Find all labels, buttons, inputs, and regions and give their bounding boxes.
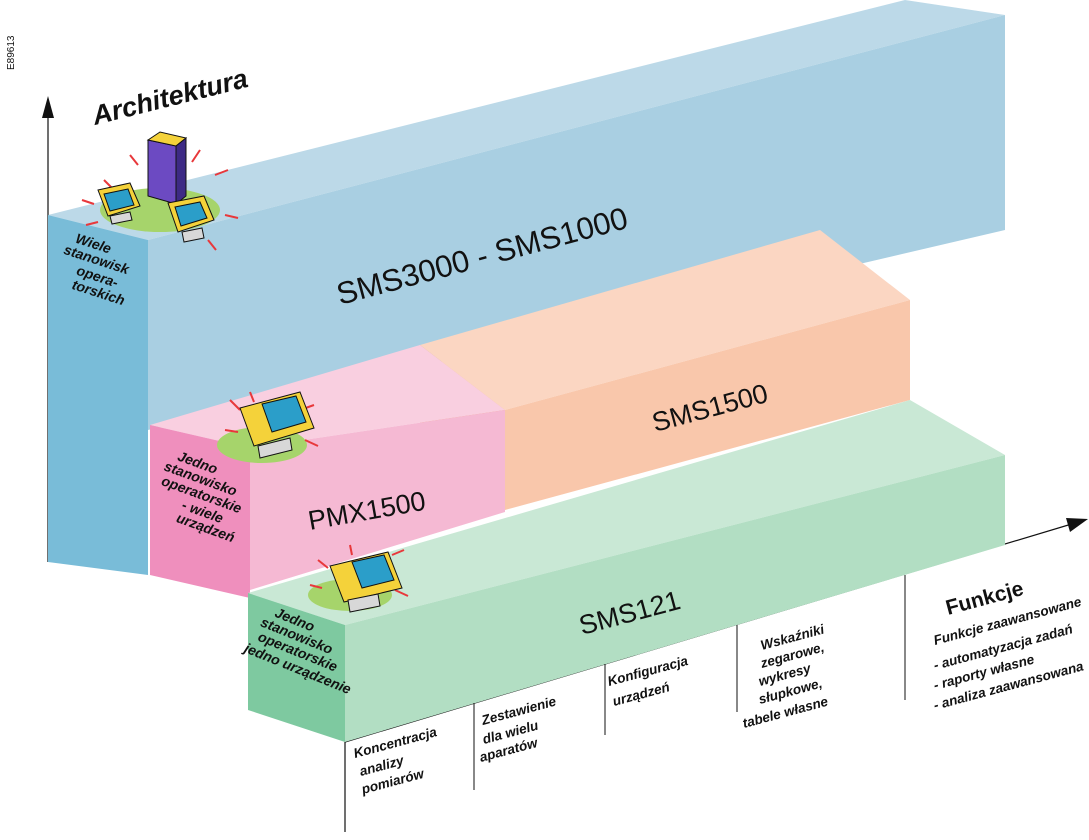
figure-id: E89613 (6, 35, 17, 70)
block-sms121 (248, 400, 1005, 742)
sms3000-front (148, 15, 1005, 430)
sms3000-side (48, 215, 148, 575)
pmx-computer-icon (217, 391, 319, 463)
sms121-computer-icon (308, 544, 409, 613)
block-pmx1500 (150, 345, 505, 598)
vertical-axis-label: Architektura (88, 63, 251, 131)
sms3000-top (48, 0, 1005, 240)
function-wskazniki: Wskaźniki zegarowe, wykresy słupkowe, ta… (741, 621, 830, 730)
function-konfiguracja: Konfiguracja urządzeń (606, 653, 690, 709)
function-zestawienie: Zestawienie dla wielu aparatów (478, 693, 558, 764)
function-separators (473, 575, 906, 790)
multi-station-computers-icon (81, 131, 239, 251)
block-sms3000 (48, 0, 1005, 575)
